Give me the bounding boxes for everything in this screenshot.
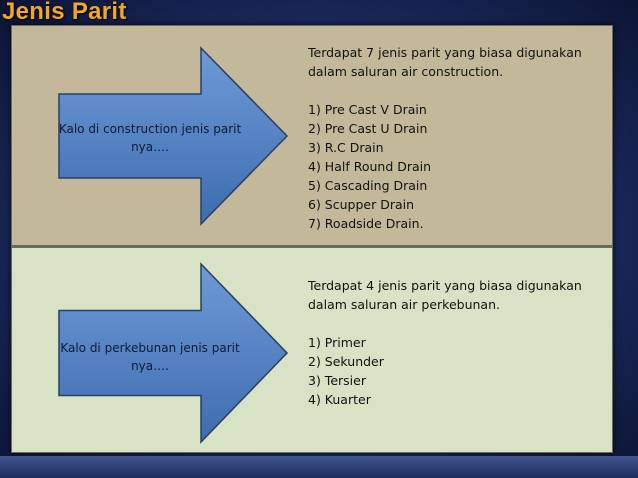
list-item: 1) Primer (308, 335, 366, 350)
arrow-right-icon (58, 262, 289, 444)
list-item: 4) Kuarter (308, 392, 371, 407)
plantation-panel: Kalo di perkebunan jenis parit nya…. Ter… (12, 248, 612, 452)
plantation-text: Terdapat 4 jenis parit yang biasa diguna… (308, 276, 608, 409)
construction-arrow: Kalo di construction jenis parit nya…. (57, 46, 289, 226)
list-item: 3) Tersier (308, 373, 366, 388)
arrow-right-icon (58, 46, 289, 226)
plantation-intro: Terdapat 4 jenis parit yang biasa diguna… (308, 278, 582, 312)
list-item: 1) Pre Cast V Drain (308, 102, 427, 117)
list-item: 6) Scupper Drain (308, 197, 415, 212)
plantation-arrow-label: Kalo di perkebunan jenis parit nya…. (60, 341, 240, 373)
construction-panel: Kalo di construction jenis parit nya…. T… (12, 26, 612, 245)
plantation-arrow: Kalo di perkebunan jenis parit nya…. (57, 262, 289, 444)
plantation-drain-list: 1) Primer 2) Sekunder 3) Tersier 4) Kuar… (308, 333, 608, 409)
construction-intro: Terdapat 7 jenis parit yang biasa diguna… (308, 45, 582, 79)
slide-title: Jenis Parit (2, 0, 127, 25)
list-item: 7) Roadside Drain. (308, 216, 424, 231)
list-item: 5) Cascading Drain (308, 178, 428, 193)
list-item: 2) Sekunder (308, 354, 384, 369)
list-item: 3) R.C Drain (308, 140, 384, 155)
construction-text: Terdapat 7 jenis parit yang biasa diguna… (308, 43, 608, 233)
construction-arrow-label: Kalo di construction jenis parit nya…. (58, 122, 242, 154)
list-item: 4) Half Round Drain (308, 159, 432, 174)
construction-drain-list: 1) Pre Cast V Drain 2) Pre Cast U Drain … (308, 100, 608, 233)
list-item: 2) Pre Cast U Drain (308, 121, 428, 136)
slide-footer-bar (0, 456, 638, 478)
